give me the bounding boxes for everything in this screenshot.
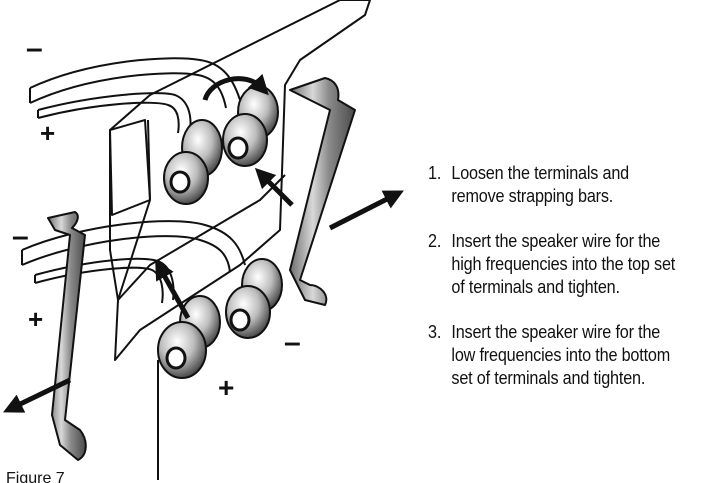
step-text: Insert the speaker wire for the high fre… (451, 230, 716, 299)
polarity-plus-bottom: + (218, 372, 235, 403)
step-number: 2. (428, 231, 442, 251)
step-line: of terminals and tighten. (451, 277, 620, 297)
pull-arrow-right (328, 190, 404, 231)
step-line: Insert the speaker wire for the (451, 231, 661, 251)
step-number: 1. (428, 163, 442, 183)
step-line: set of terminals and tighten. (451, 368, 646, 388)
bottom-terminal-negative (157, 295, 221, 379)
step-text: Loosen the terminals and remove strappin… (451, 162, 716, 208)
instruction-step-3: 3. Insert the speaker wire for the low f… (428, 321, 716, 390)
bottom-terminal-positive (225, 258, 283, 339)
instruction-step-1: 1. Loosen the terminals and remove strap… (428, 162, 716, 208)
polarity-plus-top: + (40, 118, 56, 148)
polarity-minus-mid-left: – (12, 220, 29, 253)
step-line: Loosen the terminals and (451, 163, 630, 183)
step-line: high frequencies into the top set (451, 254, 676, 274)
step-line: low frequencies into the bottom (451, 345, 671, 365)
arrows (2, 73, 404, 413)
instruction-list: 1. Loosen the terminals and remove strap… (428, 162, 720, 412)
top-speaker-wire (29, 57, 241, 134)
step-line: Insert the speaker wire for the (451, 322, 661, 342)
top-terminal-positive (222, 85, 279, 167)
insert-arrow-bottom (155, 259, 191, 320)
strapping-bar-right (289, 77, 356, 306)
step-text: Insert the speaker wire for the low freq… (451, 321, 716, 390)
pull-arrow-left (2, 377, 72, 413)
top-terminal-negative (163, 119, 223, 205)
figure-label: Figure 7 (6, 470, 65, 483)
polarity-minus-top: – (26, 32, 43, 65)
polarity-minus-mid-right: – (284, 326, 301, 359)
instruction-step-2: 2. Insert the speaker wire for the high … (428, 230, 716, 299)
push-arrow-top (254, 167, 294, 207)
strapping-bar-left (47, 211, 87, 461)
step-number: 3. (428, 322, 442, 342)
loosen-rotation-arrow (202, 73, 269, 101)
polarity-plus-mid-left: + (28, 304, 44, 334)
step-line: remove strapping bars. (451, 186, 614, 206)
